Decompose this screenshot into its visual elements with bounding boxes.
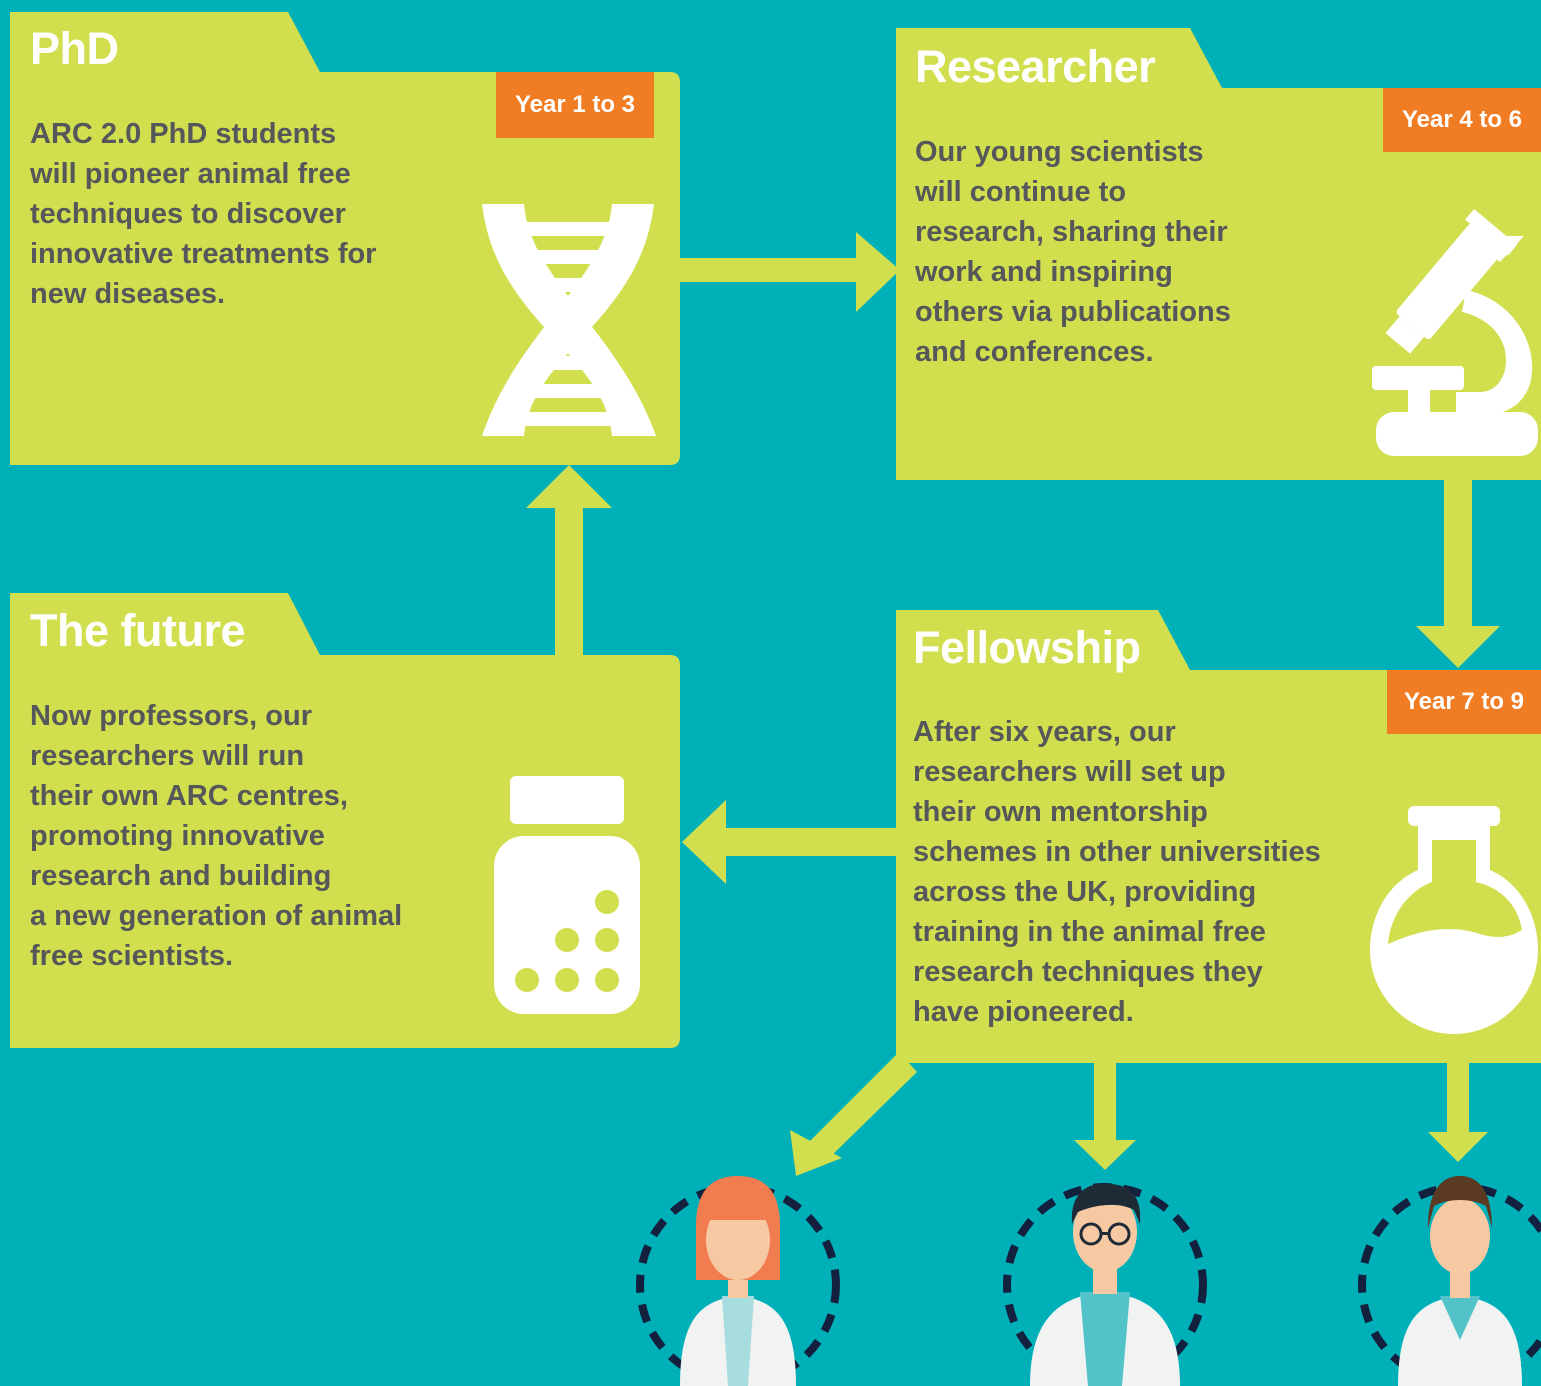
- arrow-to-mentee-3: [1428, 1062, 1488, 1162]
- phd-title: PhD: [30, 23, 119, 74]
- fellowship-title: Fellowship: [913, 622, 1141, 673]
- arrow-to-mentee-2: [1074, 1062, 1136, 1170]
- fellowship-description: After six years, our researchers will se…: [913, 716, 1321, 1028]
- future-title: The future: [30, 605, 246, 656]
- female-scientist-icon: [1398, 1176, 1522, 1386]
- female-scientist-icon: [680, 1176, 796, 1386]
- arrow-researcher-to-fellowship: [1416, 478, 1500, 668]
- arrow-future-to-phd: [526, 465, 612, 657]
- mentee-avatar: [636, 1176, 840, 1386]
- arrow-phd-to-researcher: [678, 232, 900, 312]
- mentee-avatar: [1358, 1176, 1541, 1386]
- flask-icon: [1370, 806, 1538, 1034]
- dna-icon: [482, 204, 656, 436]
- arrow-fellowship-to-future: [682, 800, 898, 884]
- pill-bottle-icon: [494, 776, 640, 1014]
- male-scientist-icon: [1030, 1183, 1180, 1386]
- fellowship-year-badge: Year 7 to 9: [1387, 670, 1541, 734]
- researcher-description: Our young scientists will continue to re…: [915, 136, 1231, 368]
- researcher-title: Researcher: [915, 41, 1156, 92]
- phd-year-badge: Year 1 to 3: [496, 72, 654, 138]
- researcher-year-badge: Year 4 to 6: [1383, 88, 1541, 152]
- future-description: Now professors, our researchers will run…: [30, 700, 403, 972]
- phd-description: ARC 2.0 PhD students will pioneer animal…: [30, 118, 377, 310]
- mentee-avatar: [1003, 1183, 1207, 1386]
- microscope-icon: [1372, 208, 1538, 456]
- arrow-to-mentee-1: [790, 1052, 917, 1176]
